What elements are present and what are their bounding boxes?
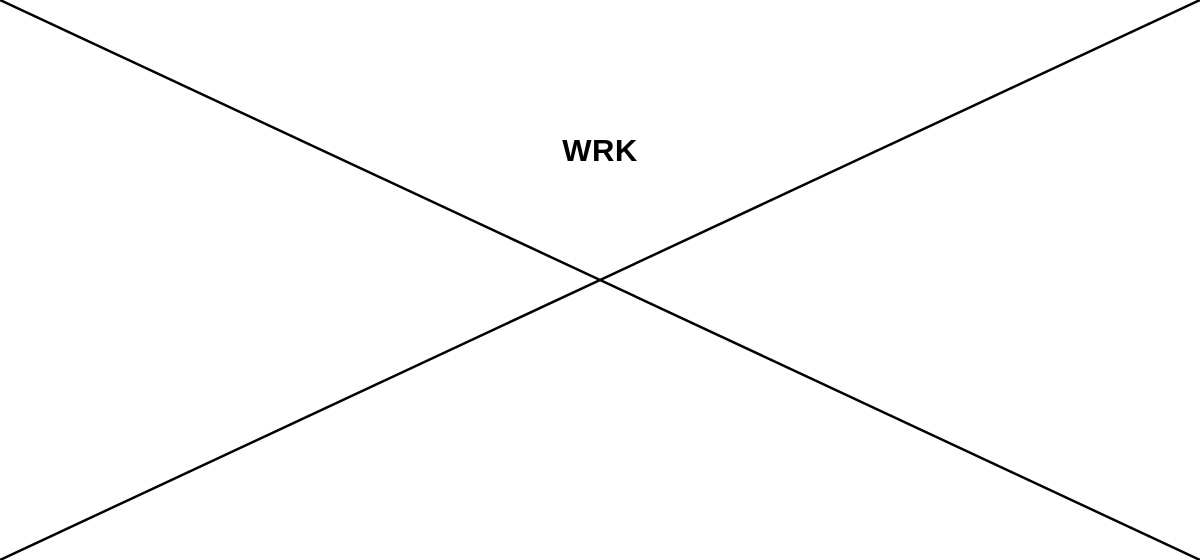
logo-text: WRK xyxy=(562,133,638,168)
